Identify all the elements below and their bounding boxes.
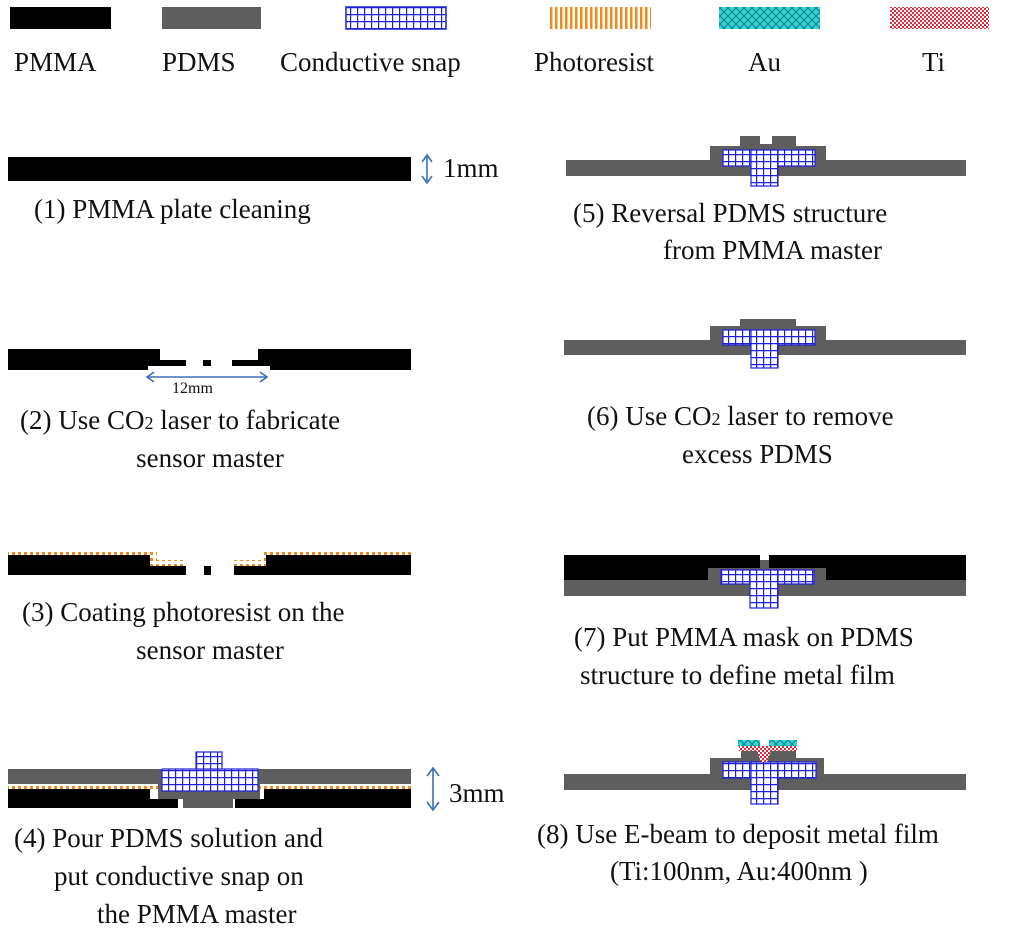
step4-caption-line2: put conductive snap on — [54, 861, 304, 891]
step4-pmma-base — [8, 789, 411, 808]
step6-caption-line1: (6) Use CO2 laser to remove — [587, 401, 894, 431]
step1-caption: (1) PMMA plate cleaning — [34, 194, 311, 224]
legend-swatch-pmma — [10, 7, 111, 29]
step7-caption-line2: structure to define metal film — [580, 660, 895, 690]
legend-swatch-photoresist — [549, 7, 651, 29]
step4-thickness-label: 3mm — [449, 778, 505, 808]
step7-pmma-mask — [564, 555, 966, 580]
legend-label-pdms: PDMS — [162, 47, 236, 77]
step4-caption-line1: (4) Pour PDMS solution and — [14, 823, 324, 853]
step6-caption-line2: excess PDMS — [682, 439, 833, 469]
step4-conductive-snap — [161, 768, 259, 792]
step3-caption-line2: sensor master — [136, 635, 284, 665]
step2-sensor-master — [8, 349, 411, 370]
step5-caption-line2: from PMMA master — [663, 235, 882, 265]
legend-swatch-pdms — [162, 7, 261, 29]
legend-swatch-au — [719, 7, 820, 29]
step1-pmma-plate — [8, 157, 411, 181]
step2-caption-line1: (2) Use CO2 laser to fabricate — [20, 405, 341, 435]
step3-sensor-master — [8, 555, 411, 575]
legend-swatch-ti — [890, 7, 989, 29]
step5-caption-line1: (5) Reversal PDMS structure — [573, 198, 888, 228]
step2-width-label: 12mm — [172, 380, 213, 397]
step3-caption-line1: (3) Coating photoresist on the — [22, 597, 345, 627]
step3-photoresist-layer — [8, 549, 411, 566]
legend-label-au: Au — [748, 47, 781, 77]
step8-caption-line1: (8) Use E-beam to deposit metal film — [537, 819, 939, 849]
legend-label-ti: Ti — [922, 47, 946, 77]
step8-ti-layer — [739, 746, 797, 751]
step8-caption-line2: (Ti:100nm, Au:400nm ) — [610, 856, 868, 886]
step4-caption-line3: the PMMA master — [97, 899, 297, 929]
legend-swatch-snap — [345, 6, 447, 30]
step7-caption-line1: (7) Put PMMA mask on PDMS — [574, 622, 914, 652]
step4-thickness-arrow — [426, 766, 440, 812]
step1-thickness-arrow — [421, 153, 433, 185]
step2-caption-line2: sensor master — [136, 443, 284, 473]
step1-thickness-label: 1mm — [443, 153, 499, 183]
legend-label-pmma: PMMA — [14, 47, 97, 77]
step8-au-layer — [738, 740, 760, 746]
step2-width-arrow — [145, 371, 269, 383]
legend-label-snap: Conductive snap — [280, 47, 461, 77]
legend-label-photoresist: Photoresist — [534, 47, 655, 77]
